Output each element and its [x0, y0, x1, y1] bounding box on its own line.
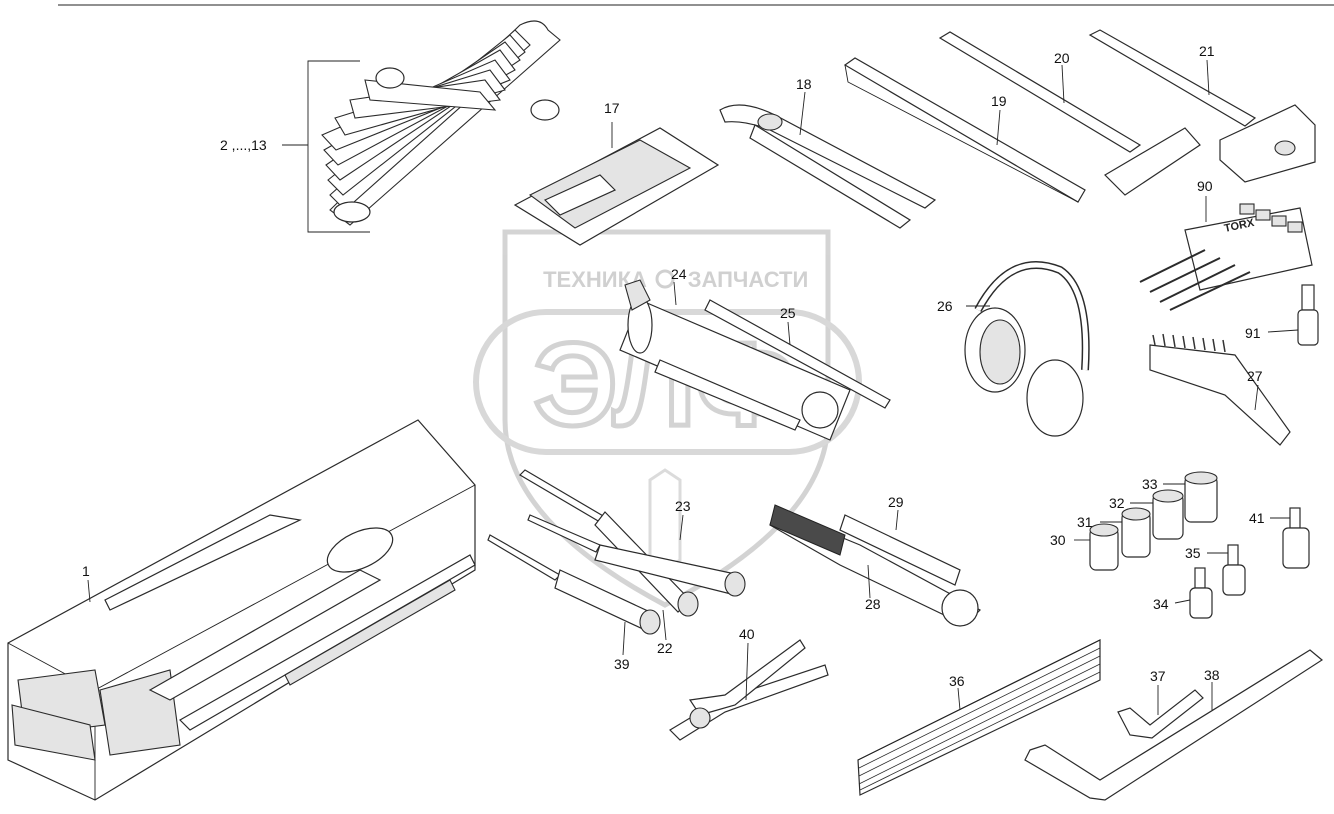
- wire-brush: [1149, 333, 1291, 446]
- grease-gun: [619, 279, 891, 441]
- label-part-38: 38: [1204, 667, 1220, 683]
- flat-chisel: [843, 57, 1086, 203]
- label-part-37: 37: [1150, 668, 1166, 684]
- label-part-29: 29: [888, 494, 904, 510]
- sledge-hammer: [1088, 29, 1316, 183]
- label-part-17: 17: [604, 100, 620, 116]
- spanner-bracket: [307, 60, 370, 233]
- label-part-18: 18: [796, 76, 812, 92]
- ear-muffs: [964, 261, 1090, 437]
- label-part-40: 40: [739, 626, 755, 642]
- torx-bit: [1267, 284, 1319, 346]
- label-part-20: 20: [1054, 50, 1070, 66]
- label-part-23: 23: [675, 498, 691, 514]
- label-part-28: 28: [865, 596, 881, 612]
- watermark-text-right: ЗАПЧАСТИ: [688, 267, 809, 292]
- hex-key-pouch: [513, 122, 720, 246]
- label-part-34: 34: [1153, 596, 1169, 612]
- label-part-31: 31: [1077, 514, 1093, 530]
- label-part-91: 91: [1245, 325, 1261, 341]
- label-part-26: 26: [937, 298, 953, 314]
- label-part-2-13: 2 ,...,13: [220, 137, 267, 153]
- label-part-32: 32: [1109, 495, 1125, 511]
- water-pump-pliers: [719, 91, 937, 229]
- hammer-small: [938, 31, 1201, 196]
- ratchet-and-extension: [769, 504, 981, 627]
- watermark-wheat-icon: [648, 468, 682, 572]
- label-part-19: 19: [991, 93, 1007, 109]
- label-part-39: 39: [614, 656, 630, 672]
- label-part-27: 27: [1247, 368, 1263, 384]
- label-part-33: 33: [1142, 476, 1158, 492]
- label-part-30: 30: [1050, 532, 1066, 548]
- watermark-shield-icon: [502, 229, 831, 608]
- side-cutters: [669, 639, 829, 741]
- label-part-22: 22: [657, 640, 673, 656]
- toolbox: [7, 419, 476, 801]
- label-part-36: 36: [949, 673, 965, 689]
- label-part-24: 24: [671, 266, 687, 282]
- label-part-35: 35: [1185, 545, 1201, 561]
- socket-set: [1074, 471, 1310, 619]
- torx-key-set: TORX: [1139, 196, 1313, 311]
- hex-keys-large: [1024, 649, 1324, 801]
- spanner-set: [282, 20, 561, 233]
- label-part-41: 41: [1249, 510, 1265, 526]
- label-part-90: 90: [1197, 178, 1213, 194]
- label-part-25: 25: [780, 305, 796, 321]
- screwdrivers: [487, 469, 746, 656]
- label-part-21: 21: [1199, 43, 1215, 59]
- watermark-gear-icon: [655, 269, 675, 289]
- folding-ruler: [857, 639, 1101, 796]
- label-part-1: 1: [82, 563, 90, 579]
